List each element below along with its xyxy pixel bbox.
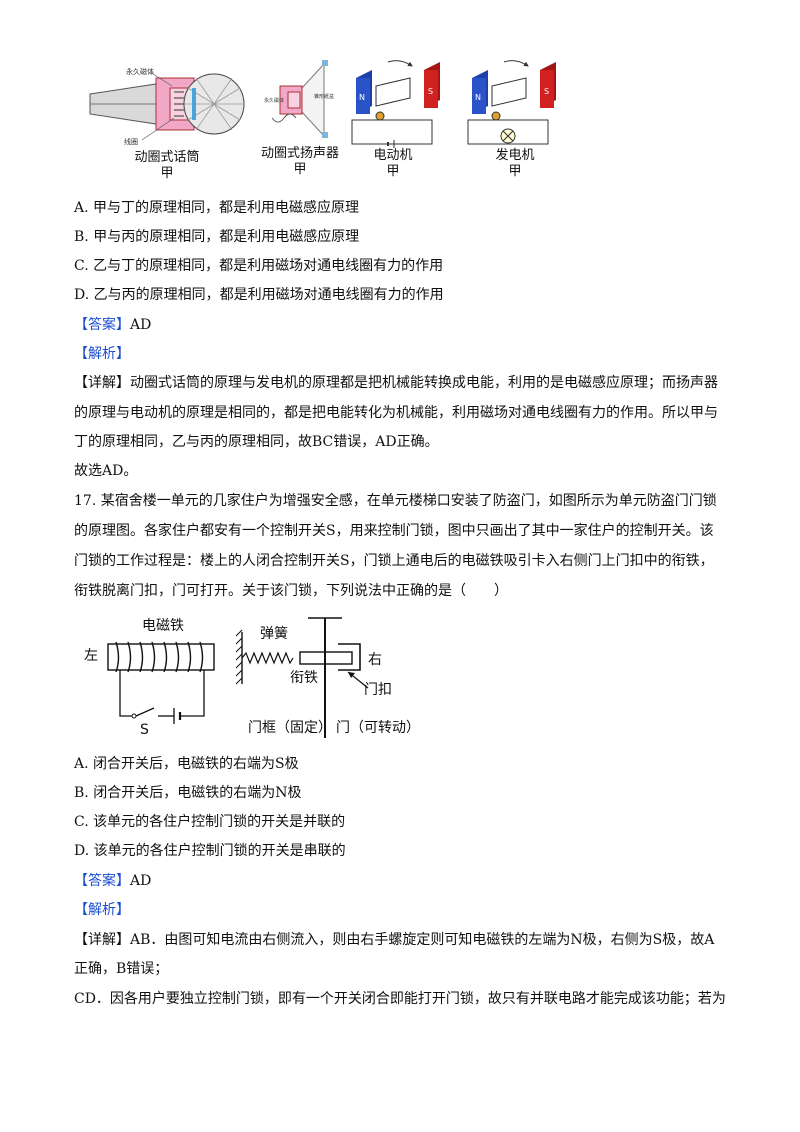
q17-option-a: A. 闭合开关后，电磁铁的右端为S极	[74, 756, 299, 772]
q16-detail-line-1: 【详解】动圈式话筒的原理与发电机的原理都是把机械能转换成电能，利用的是电磁感应原…	[74, 373, 718, 393]
answer-tag: 【答案】	[74, 873, 130, 889]
q17-analysis-tag: 【解析】	[74, 902, 130, 918]
figure-microphone: 永久磁体 线圈	[88, 58, 248, 150]
generator-n-label: N	[475, 93, 481, 102]
q17-detail-line-3: CD．因各用户要独立控制门锁，即有一个开关闭合即能打开门锁，故只有并联电路才能完…	[74, 991, 726, 1007]
generator-s-label: S	[544, 87, 549, 96]
label-frame: 门框（固定）	[248, 720, 332, 736]
figure-generator-caption: 发电机 甲	[470, 148, 560, 180]
q17-option-c: C. 该单元的各住户控制门锁的开关是并联的	[74, 814, 346, 830]
q17-detail-line-2: 正确，B错误；	[74, 961, 169, 977]
answer-tag: 【答案】	[74, 317, 130, 333]
figure-motor: N S	[348, 60, 448, 150]
q16-option-d: D. 乙与丙的原理相同，都是利用磁场对通电线圈有力的作用	[74, 287, 444, 303]
q16-detail-line-4: 故选AD。	[74, 463, 138, 479]
caption-sub: 甲	[386, 164, 400, 179]
figure-generator: N S	[464, 60, 564, 150]
label-right: 右	[368, 652, 382, 668]
label-speaker-magnet: 永久磁体	[264, 97, 284, 104]
motor-s-label: S	[428, 87, 433, 96]
caption-sub: 甲	[508, 164, 522, 179]
q16-option-a: A. 甲与丁的原理相同，都是利用电磁感应原理	[74, 200, 360, 216]
detail-text: AB．由图可知电流由右侧流入，则由右手螺旋定则可知电磁铁的左端为N极，右侧为S极…	[130, 932, 715, 948]
label-speaker-membrane: 锥形纸盆	[314, 93, 334, 100]
detail-tag: 【详解】	[74, 932, 130, 948]
figure-speaker: 永久磁体 锥形纸盆	[262, 58, 346, 142]
q16-answer: 【答案】AD	[74, 315, 151, 335]
switch-lever	[135, 707, 155, 717]
q17-option-b: B. 闭合开关后，电磁铁的右端为N极	[74, 785, 302, 801]
caption-text: 电动机	[373, 148, 413, 163]
figure-speaker-caption: 动圈式扬声器 甲	[245, 146, 355, 178]
label-latch: 门扣	[364, 682, 392, 698]
q17-option-d: D. 该单元的各住户控制门锁的开关是串联的	[74, 843, 346, 859]
detail-tag: 【详解】	[74, 375, 130, 391]
q16-option-b: B. 甲与丙的原理相同，都是利用电磁感应原理	[74, 229, 360, 245]
electromagnet-core	[107, 643, 215, 671]
q17-stem-line-4: 衔铁脱离门扣，门可打开。关于该门锁，下列说法中正确的是（ ）	[74, 583, 508, 599]
label-electromagnet: 电磁铁	[142, 618, 184, 634]
label-switch: S	[140, 722, 149, 738]
figure-motor-caption: 电动机 甲	[348, 148, 438, 180]
caption-sub: 甲	[293, 162, 307, 177]
q17-stem-line-3: 门锁的工作过程是：楼上的人闭合控制开关S，门锁上通电后的电磁铁吸引卡入右侧门上门…	[74, 553, 714, 569]
q17-detail-line-1: 【详解】AB．由图可知电流由右侧流入，则由右手螺旋定则可知电磁铁的左端为N极，右…	[74, 930, 714, 950]
caption-text: 动圈式话筒	[134, 150, 200, 165]
answer-value: AD	[130, 317, 152, 333]
q17-answer: 【答案】AD	[74, 871, 151, 891]
q16-detail-line-3: 丁的原理相同，乙与丙的原理相同，故BC错误，AD正确。	[74, 434, 439, 450]
switch-contact	[131, 713, 137, 719]
spring	[241, 651, 294, 665]
q16-detail-line-2: 的原理与电动机的原理是相同的，都是把电能转化为机械能，利用磁场对通电线圈有力的作…	[74, 405, 718, 421]
label-magnet: 永久磁体	[126, 67, 154, 76]
q16-option-c: C. 乙与丁的原理相同，都是利用磁场对通电线圈有力的作用	[74, 258, 444, 274]
motor-n-label: N	[359, 93, 365, 102]
label-left: 左	[84, 648, 98, 664]
label-coil: 线圈	[124, 137, 138, 146]
label-spring: 弹簧	[260, 626, 288, 642]
q17-stem-line-2: 的原理图。各家住户都安有一个控制开关S，用来控制门锁，图中只画出了其中一家住户的…	[74, 523, 714, 539]
caption-text: 动圈式扬声器	[260, 146, 339, 161]
electromagnet-coil	[115, 641, 204, 673]
label-door: 门（可转动）	[336, 720, 420, 736]
q16-analysis-tag: 【解析】	[74, 346, 130, 362]
latch	[338, 643, 361, 671]
figure-microphone-caption: 动圈式话筒 甲	[112, 150, 222, 182]
q17-stem-line-1: 17. 某宿舍楼一单元的几家住户为增强安全感，在单元楼梯口安装了防盗门，如图所示…	[74, 493, 717, 509]
caption-sub: 甲	[160, 166, 174, 181]
door-lock-diagram: 电磁铁 左 S 弹簧 衔铁 右 门扣 门框（固定） 门（可转动）	[80, 612, 420, 742]
caption-text: 发电机	[495, 148, 535, 163]
detail-text: 动圈式话筒的原理与发电机的原理都是把机械能转换成电能，利用的是电磁感应原理；而扬…	[130, 375, 718, 391]
label-armature: 衔铁	[290, 670, 318, 686]
answer-value: AD	[130, 873, 152, 889]
